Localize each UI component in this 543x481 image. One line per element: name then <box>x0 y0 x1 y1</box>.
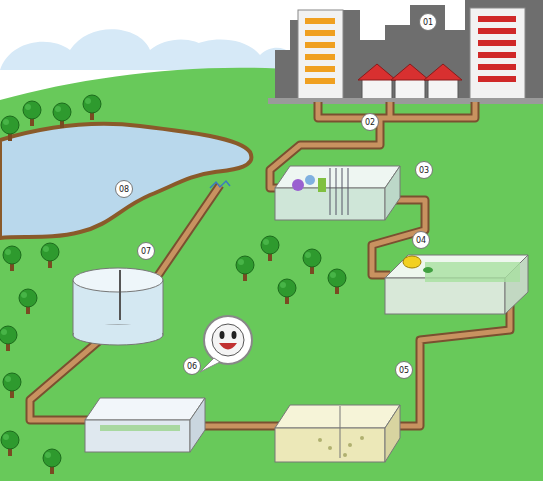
callout-number: 07 <box>137 242 155 260</box>
callout-number: 06 <box>183 357 201 375</box>
callout-number: 04 <box>412 231 430 249</box>
callout-number: 01 <box>419 13 437 31</box>
callout-number: 02 <box>361 113 379 131</box>
callout-number: 05 <box>395 361 413 379</box>
callout-number: 08 <box>115 180 133 198</box>
callout-number: 03 <box>415 161 433 179</box>
